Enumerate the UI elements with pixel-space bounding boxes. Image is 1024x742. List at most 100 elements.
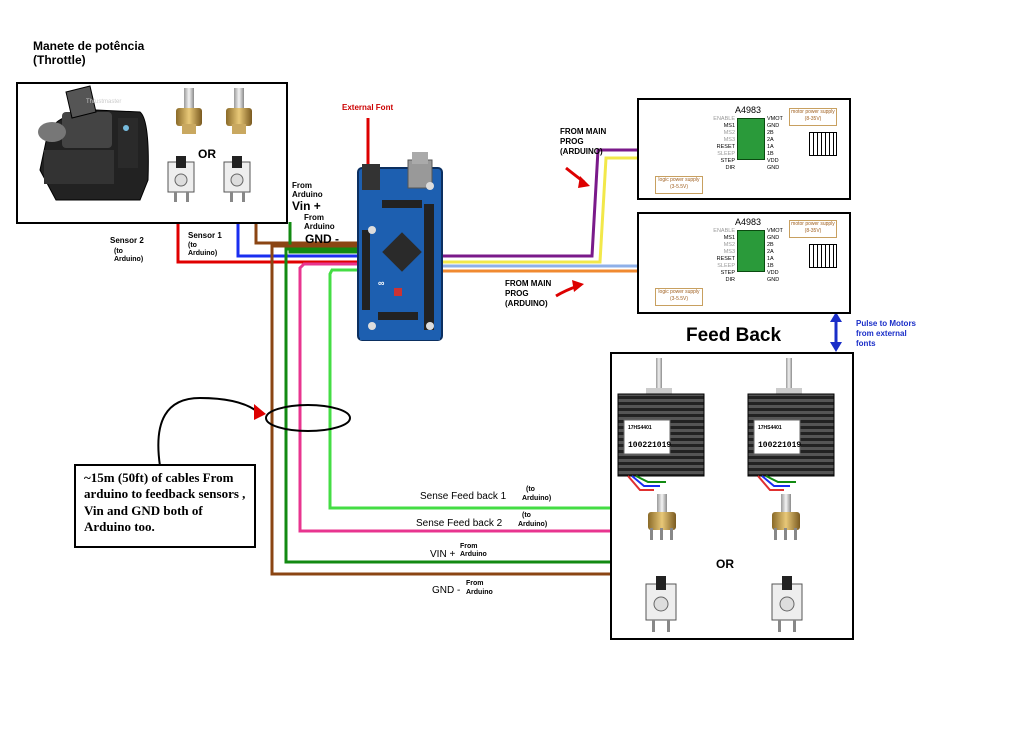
feedback-gnd-wire (270, 244, 612, 576)
throttle-pot-2 (226, 88, 252, 134)
throttle-brand: Thrustmaster (86, 99, 122, 105)
pulse-label-1: Pulse to Motors (856, 319, 917, 328)
pin: DIR (725, 165, 735, 171)
sense1-wire (328, 268, 612, 510)
pin: GND (767, 277, 780, 283)
driver1-motor-icon (809, 132, 837, 156)
pin: GND (767, 235, 780, 241)
feedback-encoder-2 (771, 576, 803, 632)
sense2-to-1: (to (522, 512, 531, 519)
sense1-label: Sense Feed back 1 (420, 491, 507, 502)
from-main-bottom-1: FROM MAIN (505, 279, 552, 288)
sensor2-label-1: Sensor 2 (110, 236, 144, 245)
driver2-chip (737, 230, 765, 272)
sensor1-label-1: Sensor 1 (188, 231, 222, 240)
gnd-from-1: From (466, 580, 484, 587)
pin: RESET (716, 144, 735, 150)
supply-text: logic power supply (658, 177, 700, 183)
pin: MS3 (723, 249, 735, 255)
driver2-right-pins: VMOT GND 2B 2A 1A 1B VDD GND (767, 228, 797, 284)
pin: 1A (767, 144, 774, 150)
driver1-right-pins: VMOT GND 2B 2A 1A 1B VDD GND (767, 116, 797, 172)
vin-from-2: Arduino (460, 551, 487, 558)
pin: 1B (767, 151, 774, 157)
pin: DIR (725, 277, 735, 283)
gnd-from-label: From Arduino (304, 213, 335, 231)
pin: ENABLE (713, 228, 735, 234)
from-main-top-2: PROG (560, 137, 584, 146)
pin: ENABLE (713, 116, 735, 122)
driver1-chip (737, 118, 765, 160)
driver1-logic-supply: logic power supply (3-5.5V) (655, 176, 703, 194)
throttle-title-1: Manete de potência (33, 39, 145, 53)
motor1-label-2: 100221019 (628, 441, 672, 450)
feedback-encoder-1 (645, 576, 677, 632)
supply-text: (8-35V) (804, 228, 822, 234)
supply-text: (8-35V) (804, 116, 822, 122)
sensor2-label-2: (to (114, 248, 123, 255)
vin-feedback-label: VIN + (430, 549, 456, 560)
motor2-label-1: 17HS4401 (758, 425, 782, 431)
sense2-label: Sense Feed back 2 (416, 518, 503, 529)
pin: SLEEP (717, 151, 735, 157)
pin: GND (767, 165, 780, 171)
pin: MS2 (723, 130, 735, 136)
gnd-from-2: Arduino (466, 589, 493, 596)
external-font-label: External Font (342, 103, 394, 112)
feedback-pot-1 (648, 494, 676, 540)
pulse-label-3: fonts (856, 339, 876, 348)
motor1-label-1: 17HS4401 (628, 425, 652, 431)
driver2-motor-icon (809, 244, 837, 268)
motor2-label-2: 100221019 (758, 441, 802, 450)
from-main-top-1: FROM MAIN (560, 127, 607, 136)
from-main-bottom-3: (ARDUINO) (505, 299, 548, 308)
arduino-mega-board: ∞ (357, 152, 443, 341)
pin: VMOT (767, 116, 783, 122)
throttle-unit (38, 85, 149, 201)
stepper-motor-1 (617, 358, 705, 491)
cable-note: ~15m (50ft) of cables From arduino to fe… (74, 464, 256, 548)
driver2-motor-supply: motor power supply (8-35V) (789, 220, 837, 238)
pin: RESET (716, 256, 735, 262)
vin-from-label: From Arduino (292, 181, 323, 199)
sense1-to-2: Arduino) (522, 495, 552, 502)
supply-text: (3-5.5V) (669, 184, 689, 190)
vin-label: Vin + (292, 199, 321, 213)
cable-bundle-ellipse (265, 404, 351, 432)
feedback-pot-2 (772, 494, 800, 540)
pin: MS2 (723, 242, 735, 248)
pin: STEP (720, 158, 735, 164)
pin: VDD (767, 270, 779, 276)
sensor2-wire (176, 222, 362, 264)
cable-note-pointer (157, 396, 259, 467)
throttle-encoder-1 (167, 156, 195, 202)
pin: 1A (767, 256, 774, 262)
supply-text: motor power supply (791, 221, 835, 227)
sense2-to-2: Arduino) (518, 521, 548, 528)
supply-text: (3-5.5V) (669, 296, 689, 302)
throttle-gnd-wire (254, 222, 362, 245)
stepper-motor-2 (747, 358, 835, 491)
pulse-label-2: from external (856, 329, 907, 338)
pin: 2A (767, 137, 774, 143)
feedback-vin-wire (284, 247, 612, 564)
pin: GND (767, 123, 780, 129)
pin: VMOT (767, 228, 783, 234)
driver2-chip-name: A4983 (735, 217, 762, 227)
pin: 2A (767, 249, 774, 255)
pin: SLEEP (717, 263, 735, 269)
pin: STEP (720, 270, 735, 276)
throttle-encoder-2 (223, 156, 251, 202)
feedback-title: Feed Back (686, 325, 782, 346)
throttle-pot-1 (176, 88, 202, 134)
throttle-or-label: OR (198, 147, 216, 161)
feedback-box (610, 352, 854, 640)
driver2-left-pins: ENABLE MS1 MS2 MS3 RESET SLEEP STEP DIR (695, 228, 735, 284)
from-main-bottom-2: PROG (505, 289, 529, 298)
pin: 1B (767, 263, 774, 269)
sensor1-label-3: Arduino) (188, 250, 218, 257)
driver1-motor-supply: motor power supply (8-35V) (789, 108, 837, 126)
gnd-feedback-label: GND - (432, 585, 461, 596)
driver1-chip-name: A4983 (735, 105, 762, 115)
